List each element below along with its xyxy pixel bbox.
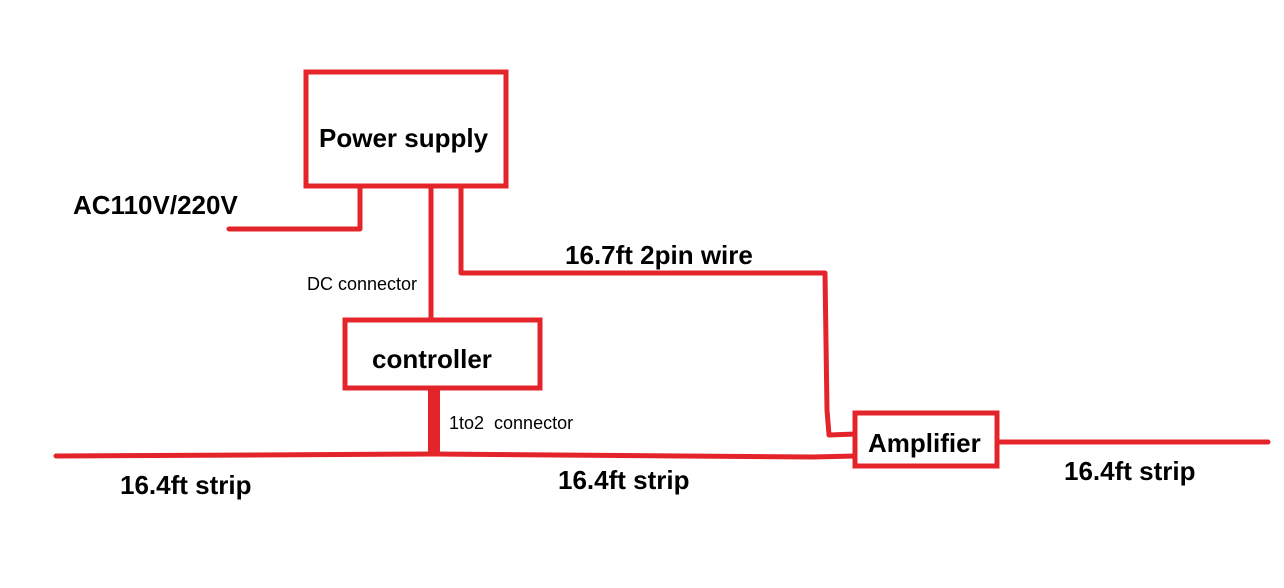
strip-left-line bbox=[53, 451, 437, 459]
amplifier-box bbox=[852, 410, 1000, 469]
controller-box bbox=[342, 317, 543, 391]
strip-middle-label: 16.4ft strip bbox=[558, 465, 690, 495]
ac-input-label: AC110V/220V bbox=[73, 190, 238, 220]
two-pin-wire-label: 16.7ft 2pin wire bbox=[565, 240, 753, 270]
two-pin-wire bbox=[458, 184, 859, 438]
amplifier-label: Amplifier bbox=[868, 428, 981, 458]
controller-label: controller bbox=[372, 344, 492, 374]
strip-right-label: 16.4ft strip bbox=[1064, 456, 1196, 486]
power-supply-label: Power supply bbox=[319, 123, 489, 153]
strip-left-label: 16.4ft strip bbox=[120, 470, 252, 500]
ac-input-wire bbox=[226, 184, 363, 232]
dc-connector-label: DC connector bbox=[307, 274, 417, 294]
one-to-two-connector-label: 1to2 connector bbox=[449, 413, 573, 433]
strip-middle-line bbox=[431, 451, 859, 460]
power-supply-box bbox=[303, 69, 509, 189]
